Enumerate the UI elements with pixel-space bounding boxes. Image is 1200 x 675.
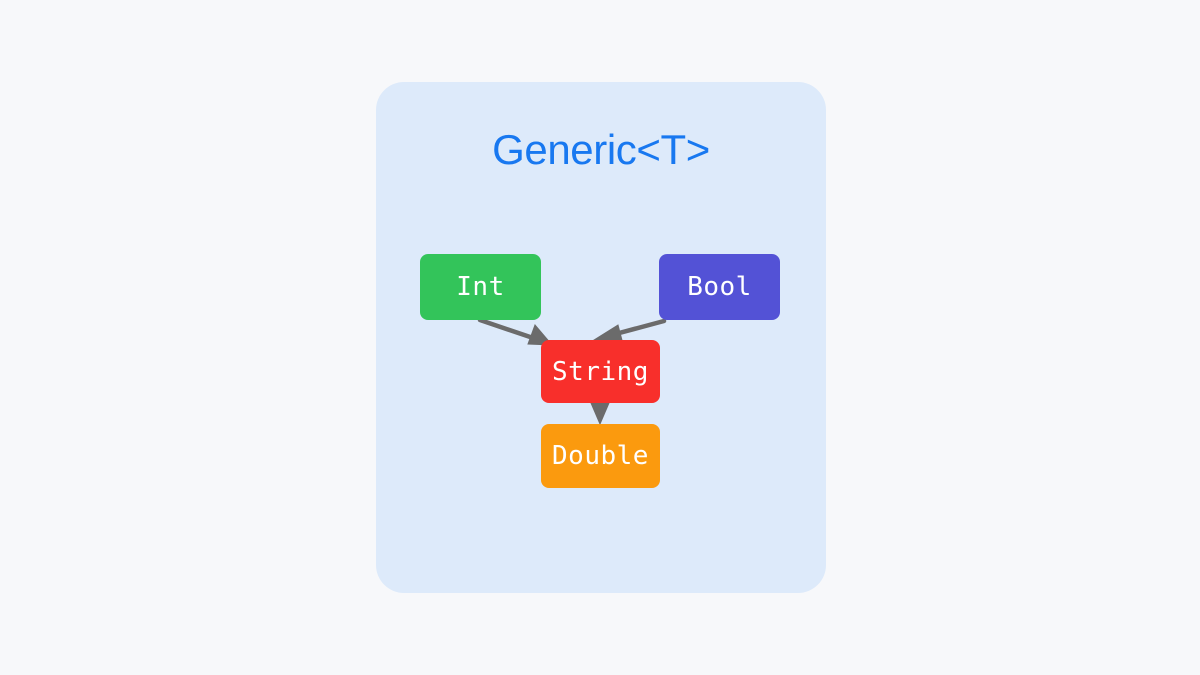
node-string[interactable]: String [541,340,660,403]
node-int[interactable]: Int [420,254,541,320]
node-double[interactable]: Double [541,424,660,488]
node-double-label: Double [552,441,649,471]
diagram-panel: Generic<T> Int Bool [376,82,826,593]
node-bool-label: Bool [687,272,752,302]
page-title: Generic<T> [492,126,710,173]
node-string-label: String [552,356,649,387]
edge-layer [477,317,667,426]
node-bool[interactable]: Bool [659,254,780,320]
edge-int-to-string [477,317,554,346]
edge-bool-to-string [592,318,667,345]
node-int-label: Int [456,272,505,302]
